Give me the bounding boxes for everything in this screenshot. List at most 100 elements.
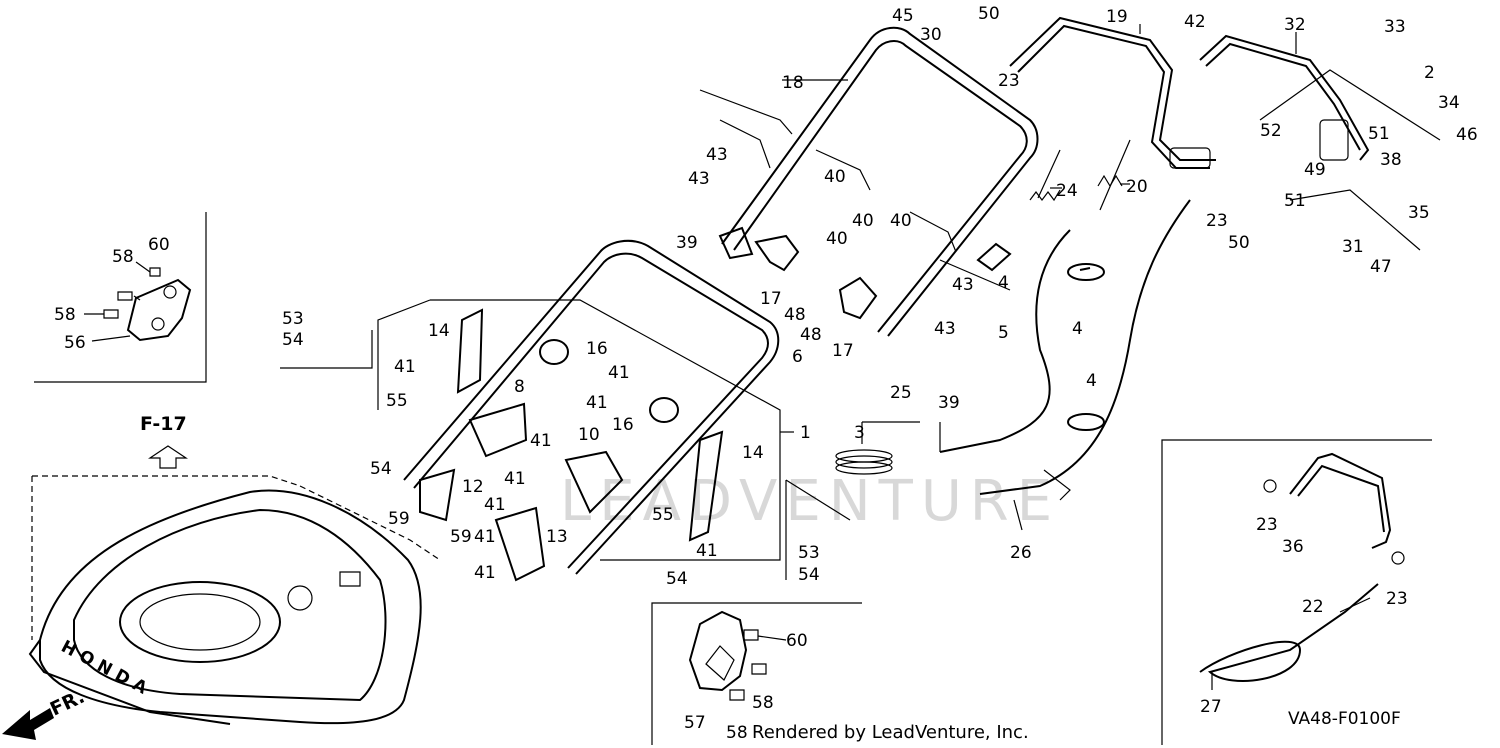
callout-23: 23	[1386, 589, 1408, 609]
callout-46: 46	[1456, 125, 1478, 145]
front-label: FR.	[47, 686, 88, 721]
callout-58: 58	[752, 693, 774, 713]
callout-25: 25	[890, 383, 912, 403]
callout-5: 5	[998, 323, 1009, 343]
callout-16: 16	[612, 415, 634, 435]
callout-4: 4	[1086, 371, 1097, 391]
callout-59: 59	[388, 509, 410, 529]
callout-10: 10	[578, 425, 600, 445]
callout-33: 33	[1384, 17, 1406, 37]
callout-42: 42	[1184, 12, 1206, 32]
reference-marker: F-17	[140, 413, 187, 468]
callout-50: 50	[978, 4, 1000, 24]
callout-1: 1	[800, 423, 811, 443]
callout-16: 16	[586, 339, 608, 359]
callout-34: 34	[1438, 93, 1460, 113]
callout-41: 41	[530, 431, 552, 451]
callout-54: 54	[666, 569, 688, 589]
callout-19: 19	[1106, 7, 1128, 27]
callout-52: 52	[1260, 121, 1282, 141]
callout-4: 4	[998, 273, 1009, 293]
callout-58: 58	[54, 305, 76, 325]
callout-53: 53	[798, 543, 820, 563]
callout-54: 54	[370, 459, 392, 479]
callout-40: 40	[890, 211, 912, 231]
callout-45: 45	[892, 6, 914, 26]
callout-23: 23	[1256, 515, 1278, 535]
callout-43: 43	[706, 145, 728, 165]
callout-13: 13	[546, 527, 568, 547]
callout-53: 53	[282, 309, 304, 329]
callout-32: 32	[1284, 15, 1306, 35]
callout-40: 40	[852, 211, 874, 231]
callout-18: 18	[782, 73, 804, 93]
callout-41: 41	[394, 357, 416, 377]
callout-51: 51	[1284, 191, 1306, 211]
callout-41: 41	[696, 541, 718, 561]
callout-31: 31	[1342, 237, 1364, 257]
callout-23: 23	[1206, 211, 1228, 231]
callout-38: 38	[1380, 150, 1402, 170]
callout-58: 58	[112, 247, 134, 267]
upper-handle	[720, 28, 1038, 336]
callout-41: 41	[474, 563, 496, 583]
callout-57: 57	[684, 713, 706, 733]
callout-14: 14	[428, 321, 450, 341]
callout-17: 17	[832, 341, 854, 361]
callout-41: 41	[608, 363, 630, 383]
callout-60: 60	[148, 235, 170, 255]
callout-59: 59	[450, 527, 472, 547]
callout-48: 48	[800, 325, 822, 345]
callout-47: 47	[1370, 257, 1392, 277]
callout-40: 40	[824, 167, 846, 187]
inset-top-left	[34, 212, 206, 382]
brackets	[420, 310, 722, 580]
callout-14: 14	[742, 443, 764, 463]
linkage-32	[1200, 36, 1368, 160]
callout-36: 36	[1282, 537, 1304, 557]
callout-40: 40	[826, 229, 848, 249]
leader-lines	[780, 24, 1296, 530]
callout-numbers: 45 30 50 23 19 42 32 33 2 34 52 51 46 49…	[54, 4, 1478, 743]
knobs	[756, 236, 876, 318]
callout-20: 20	[1126, 177, 1148, 197]
callout-41: 41	[474, 527, 496, 547]
callout-55: 55	[652, 505, 674, 525]
callout-8: 8	[514, 377, 525, 397]
callout-39: 39	[938, 393, 960, 413]
mower-deck: HONDA	[30, 491, 421, 724]
callout-39: 39	[676, 233, 698, 253]
callout-58: 58	[726, 723, 748, 743]
callout-41: 41	[504, 469, 526, 489]
callout-48: 48	[784, 305, 806, 325]
callout-54: 54	[282, 330, 304, 350]
callout-2: 2	[1424, 63, 1435, 83]
callout-3: 3	[854, 423, 865, 443]
callout-41: 41	[586, 393, 608, 413]
callout-30: 30	[920, 25, 942, 45]
callout-23: 23	[998, 71, 1020, 91]
callout-51: 51	[1368, 124, 1390, 144]
rendered-by-credit: Rendered by LeadVenture, Inc.	[752, 722, 1029, 743]
inset-bottom-center	[652, 603, 862, 745]
callout-24: 24	[1056, 181, 1078, 201]
callout-49: 49	[1304, 160, 1326, 180]
front-direction-arrow: FR.	[2, 686, 88, 740]
callout-50: 50	[1228, 233, 1250, 253]
spring-3	[836, 450, 892, 474]
callout-55: 55	[386, 391, 408, 411]
callout-12: 12	[462, 477, 484, 497]
callout-60: 60	[786, 631, 808, 651]
callout-43: 43	[934, 319, 956, 339]
diagram-code: VA48-F0100F	[1288, 709, 1401, 729]
callout-17: 17	[760, 289, 782, 309]
callout-41: 41	[484, 495, 506, 515]
callout-43: 43	[952, 275, 974, 295]
control-bar	[1010, 18, 1216, 168]
callout-22: 22	[1302, 597, 1324, 617]
inset-bottom-right	[1162, 440, 1432, 745]
callout-27: 27	[1200, 697, 1222, 717]
callout-4: 4	[1072, 319, 1083, 339]
watermark: LEADVENTURE	[560, 469, 1060, 534]
